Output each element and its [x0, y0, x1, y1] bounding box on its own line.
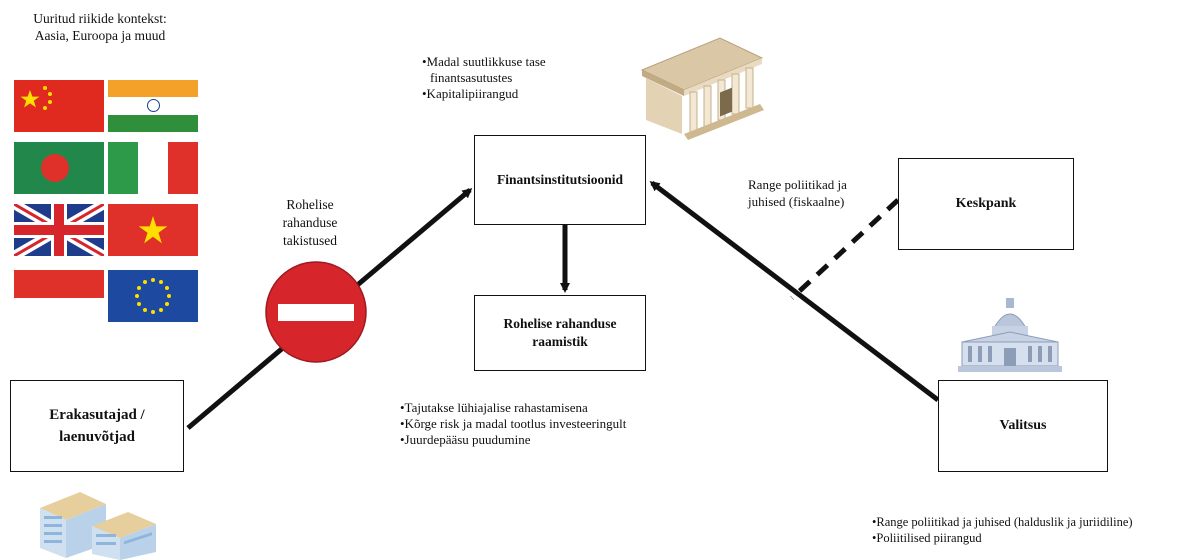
no-entry-sign-icon — [264, 260, 368, 364]
arrow-government-to-financial — [649, 181, 940, 402]
barriers-line-3: takistused — [283, 233, 337, 248]
bank-icon — [632, 30, 772, 140]
office-buildings-icon — [36, 478, 160, 560]
financial-notes: •Madal suutlikkuse tase finantsasutustes… — [422, 54, 546, 102]
context-caption-line1: Uuritud riikide kontekst: — [33, 11, 167, 26]
government-notes: •Range poliitikad ja juhised (halduslik … — [872, 514, 1133, 546]
framework-note-2: •Kõrge risk ja madal tootlus investeerin… — [400, 416, 627, 431]
barriers-caption: Rohelise rahanduse takistused — [260, 196, 360, 250]
india-flag — [108, 80, 198, 132]
central-bank-label: Keskpank — [955, 196, 1017, 211]
green-finance-framework-label: Rohelise rahanduse raamistik — [503, 316, 617, 349]
government-label: Valitsus — [999, 418, 1047, 433]
government-note-2: •Poliitilised piirangud — [872, 531, 982, 545]
financial-note-1: •Madal suutlikkuse tase — [422, 54, 546, 69]
government-note-1: •Range poliitikad ja juhised (halduslik … — [872, 515, 1133, 529]
financial-note-2: finantsasutustes — [430, 70, 513, 85]
borrowers-label: Erakasutajad / laenuvõtjad — [49, 407, 145, 445]
green-finance-framework-box: Rohelise rahanduse raamistik — [474, 295, 646, 371]
indonesia-flag — [14, 270, 104, 298]
borrowers-box: Erakasutajad / laenuvõtjad — [10, 380, 184, 472]
government-box: Valitsus — [938, 380, 1108, 472]
bangladesh-flag — [14, 142, 104, 194]
dashed-link-central-bank — [790, 198, 900, 300]
framework-notes: •Tajutakse lühiajalise rahastamisena •Kõ… — [400, 400, 626, 448]
china-flag — [14, 80, 104, 132]
barriers-line-1: Rohelise — [286, 197, 334, 212]
uk-flag — [14, 204, 104, 256]
central-bank-link-note-2: juhised (fiskaalne) — [748, 194, 845, 209]
context-caption-line2: Aasia, Euroopa ja muud — [34, 28, 166, 43]
context-caption: Uuritud riikide kontekst: Aasia, Euroopa… — [0, 10, 200, 44]
financial-institutions-box: Finantsinstitutsioonid — [474, 135, 646, 225]
government-building-icon — [956, 292, 1064, 376]
barriers-line-2: rahanduse — [282, 215, 338, 230]
framework-note-1: •Tajutakse lühiajalise rahastamisena — [400, 400, 588, 415]
framework-note-3: •Juurdepääsu puudumine — [400, 432, 531, 447]
italy-flag — [108, 142, 198, 194]
financial-note-3: •Kapitalipiirangud — [422, 86, 519, 101]
financial-institutions-label: Finantsinstitutsioonid — [496, 172, 624, 187]
vietnam-flag — [108, 204, 198, 256]
central-bank-box: Keskpank — [898, 158, 1074, 250]
central-bank-link-notes: Range poliitikad ja juhised (fiskaalne) — [748, 176, 847, 210]
central-bank-link-note-1: Range poliitikad ja — [748, 177, 847, 192]
eu-flag — [108, 270, 198, 322]
